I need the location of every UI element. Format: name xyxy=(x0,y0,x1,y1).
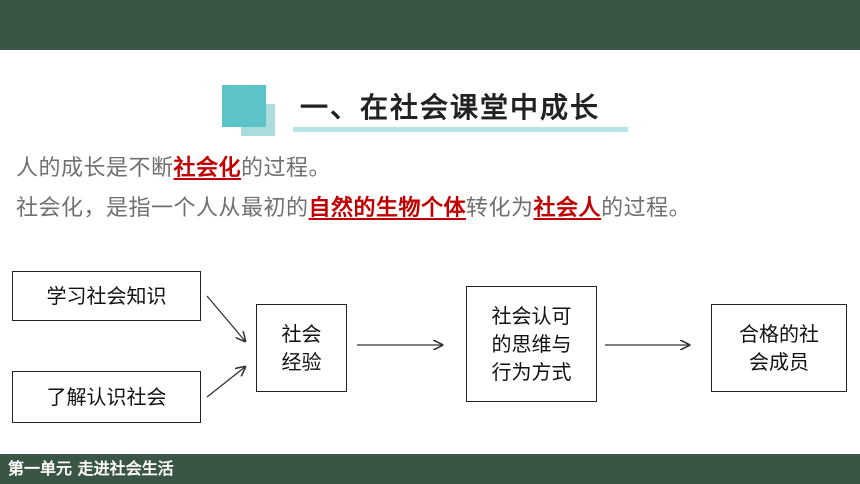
box3-line1: 社会 xyxy=(281,322,322,346)
box4-line3: 行为方式 xyxy=(491,360,572,384)
arrow-understand-to-experience xyxy=(206,367,245,398)
box5-line1: 合格的社 xyxy=(739,322,819,346)
title-underline xyxy=(293,127,628,132)
box-social-behavior: 社会认可 的思维与 行为方式 xyxy=(466,286,597,402)
footer-unit-title: 第一单元 走进社会生活 xyxy=(8,459,174,478)
box4-line1: 社会认可 xyxy=(491,304,572,328)
box-study-social-knowledge: 学习社会知识 xyxy=(12,271,201,321)
line2-highlight-1: 自然的生物个体 xyxy=(308,195,467,221)
box-understand-society: 了解认识社会 xyxy=(12,371,201,423)
box1-label: 学习社会知识 xyxy=(46,284,167,308)
line1-highlight: 社会化 xyxy=(173,155,242,181)
top-bar xyxy=(0,0,860,50)
arrow-study-to-experience xyxy=(206,295,245,341)
box2-label: 了解认识社会 xyxy=(46,385,167,409)
box3-line2: 经验 xyxy=(281,350,322,374)
box-qualified-member: 合格的社 会成员 xyxy=(711,304,847,392)
line2-pre: 社会化，是指一个人从最初的 xyxy=(16,196,309,221)
page-title: 一、在社会课堂中成长 xyxy=(300,91,601,124)
line1-pre: 人的成长是不断 xyxy=(16,156,174,181)
line2-highlight-2: 社会人 xyxy=(533,195,602,221)
line1-post: 的过程。 xyxy=(241,156,332,181)
footer-bar: 第一单元 走进社会生活 xyxy=(0,454,860,484)
line2-post: 的过程。 xyxy=(601,196,692,221)
title-decoration-front xyxy=(222,85,266,127)
line2-mid: 转化为 xyxy=(466,196,534,221)
box5-line2: 会成员 xyxy=(749,350,809,374)
box4-line2: 的思维与 xyxy=(491,332,572,356)
definition-line-1: 人的成长是不断社会化的过程。 xyxy=(16,150,331,182)
box-social-experience: 社会 经验 xyxy=(256,304,347,392)
definition-line-2: 社会化，是指一个人从最初的自然的生物个体转化为社会人的过程。 xyxy=(16,190,691,222)
